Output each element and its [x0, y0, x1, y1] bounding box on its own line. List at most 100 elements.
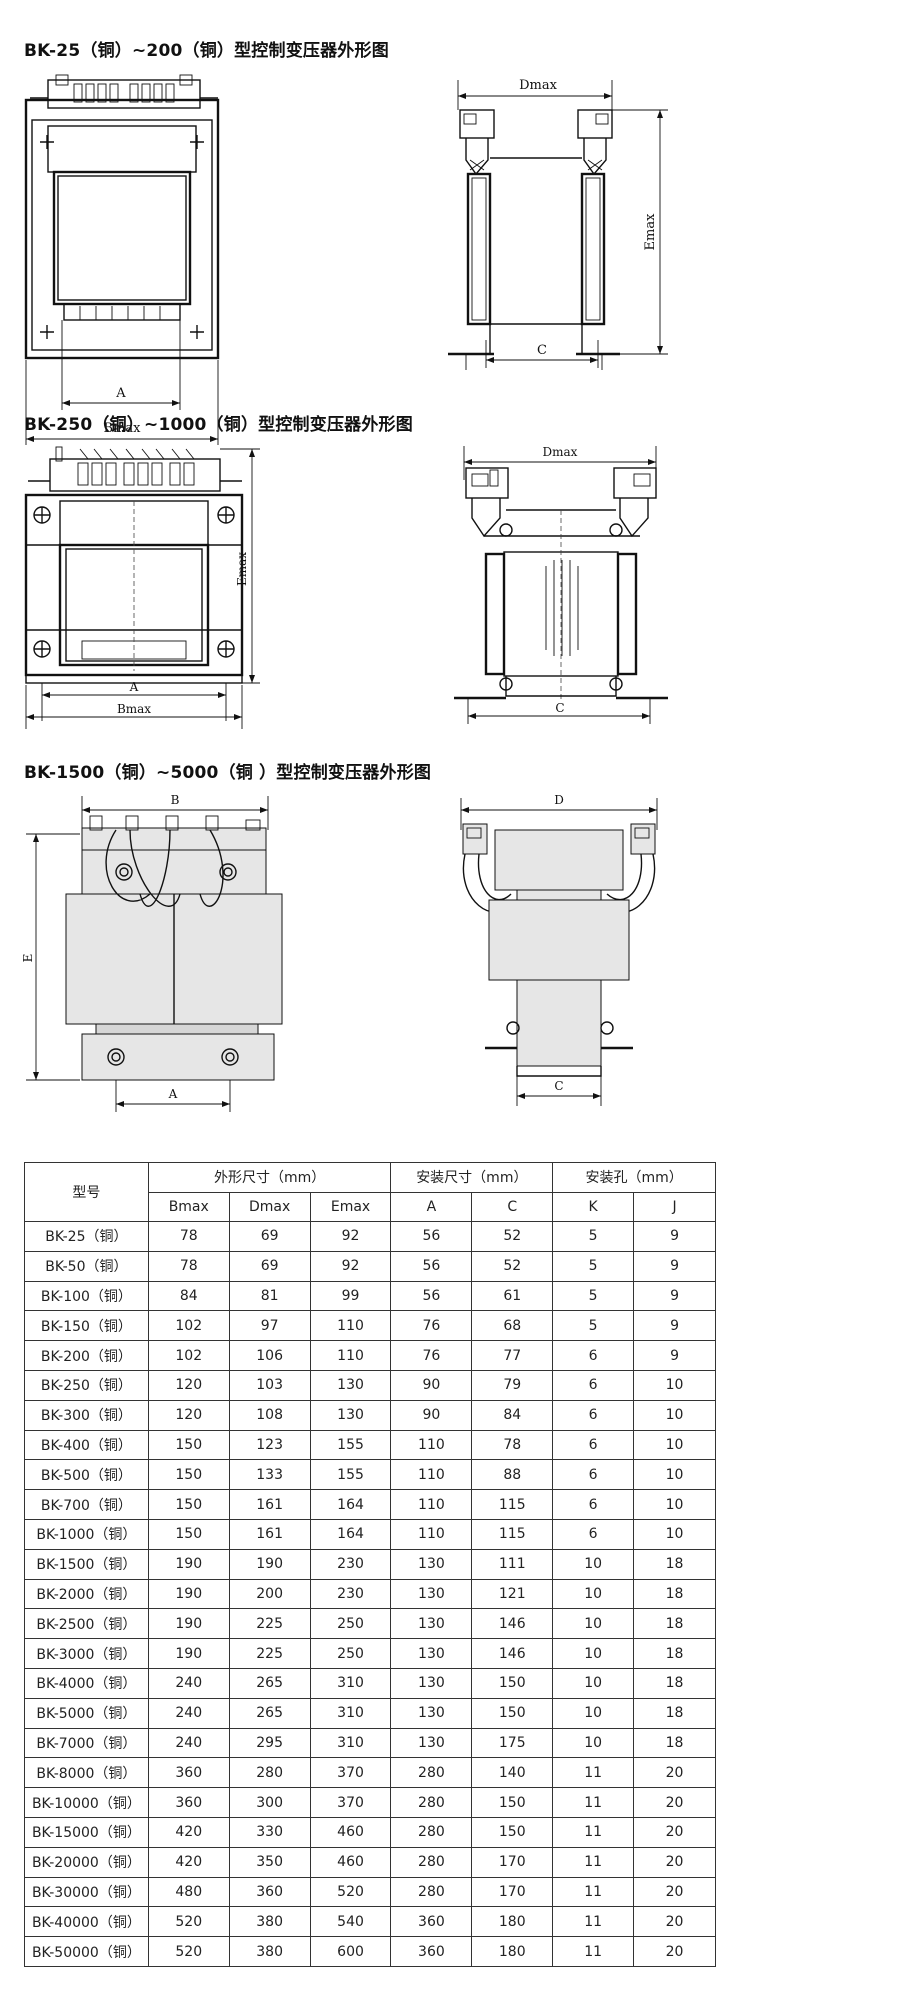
group-header-holes: 安装孔（mm） — [552, 1162, 716, 1193]
section-2-side-view: Dmax C — [454, 445, 668, 724]
dim-a-label: A — [115, 386, 126, 401]
section-3-side-view: D C — [460, 793, 658, 1106]
dim-c-label: C — [554, 1079, 563, 1093]
cell-bmax: 120 — [147, 1399, 230, 1431]
cell-model: BK-25（铜） — [24, 1221, 149, 1252]
cell-model: BK-15000（铜） — [24, 1816, 149, 1848]
cell-model: BK-3000（铜） — [24, 1638, 149, 1669]
cell-c: 115 — [471, 1489, 554, 1520]
cell-c: 88 — [471, 1459, 554, 1491]
cell-a: 76 — [390, 1340, 473, 1371]
cell-dmax: 123 — [228, 1429, 311, 1461]
cell-dmax: 133 — [228, 1459, 311, 1491]
cell-emax: 164 — [309, 1518, 392, 1550]
cell-emax: 540 — [309, 1906, 392, 1938]
cell-model: BK-700（铜） — [24, 1489, 149, 1520]
cell-emax: 310 — [309, 1667, 392, 1699]
cell-k: 11 — [552, 1846, 635, 1878]
cell-emax: 110 — [309, 1310, 392, 1342]
cell-bmax: 480 — [147, 1876, 230, 1908]
cell-k: 11 — [552, 1787, 635, 1818]
cell-j: 10 — [633, 1429, 716, 1461]
cell-a: 130 — [390, 1608, 473, 1640]
cell-dmax: 81 — [228, 1280, 311, 1312]
cell-bmax: 190 — [147, 1608, 230, 1640]
dim-c-label: C — [555, 701, 564, 715]
dim-emax-label: Emax — [235, 552, 249, 586]
cell-j: 9 — [633, 1310, 716, 1342]
cell-c: 140 — [471, 1757, 554, 1789]
cell-c: 170 — [471, 1846, 554, 1878]
cell-j: 20 — [633, 1906, 716, 1938]
cell-model: BK-4000（铜） — [24, 1667, 149, 1699]
cell-j: 18 — [633, 1727, 716, 1759]
cell-a: 110 — [390, 1489, 473, 1520]
cell-k: 6 — [552, 1518, 635, 1550]
cell-k: 10 — [552, 1697, 635, 1729]
section-2-front-view: A Bmax Emax — [24, 446, 260, 729]
group-header-outline: 外形尺寸（mm） — [147, 1162, 392, 1193]
cell-a: 130 — [390, 1578, 473, 1610]
cell-j: 10 — [633, 1518, 716, 1550]
cell-j: 20 — [633, 1846, 716, 1878]
cell-a: 280 — [390, 1787, 473, 1818]
cell-a: 130 — [390, 1548, 473, 1580]
cell-dmax: 106 — [228, 1340, 311, 1371]
cell-dmax: 300 — [228, 1787, 311, 1818]
cell-bmax: 84 — [147, 1280, 230, 1312]
cell-model: BK-200（铜） — [24, 1340, 149, 1371]
cell-dmax: 265 — [228, 1697, 311, 1729]
cell-j: 18 — [633, 1548, 716, 1580]
cell-model: BK-2000（铜） — [24, 1578, 149, 1610]
cell-emax: 370 — [309, 1787, 392, 1818]
cell-emax: 520 — [309, 1876, 392, 1908]
cell-j: 18 — [633, 1608, 716, 1640]
cell-bmax: 190 — [147, 1638, 230, 1669]
cell-k: 10 — [552, 1638, 635, 1669]
cell-j: 9 — [633, 1221, 716, 1252]
cell-model: BK-400（铜） — [24, 1429, 149, 1461]
cell-j: 20 — [633, 1757, 716, 1789]
cell-model: BK-2500（铜） — [24, 1608, 149, 1640]
cell-c: 115 — [471, 1518, 554, 1550]
cell-bmax: 102 — [147, 1340, 230, 1371]
cell-emax: 110 — [309, 1340, 392, 1371]
cell-j: 18 — [633, 1578, 716, 1610]
cell-bmax: 520 — [147, 1906, 230, 1938]
cell-a: 56 — [390, 1250, 473, 1282]
dim-a-label: A — [168, 1087, 178, 1101]
cell-emax: 250 — [309, 1608, 392, 1640]
cell-dmax: 69 — [228, 1221, 311, 1252]
cell-c: 180 — [471, 1906, 554, 1938]
cell-k: 10 — [552, 1548, 635, 1580]
cell-a: 110 — [390, 1518, 473, 1550]
cell-j: 20 — [633, 1787, 716, 1818]
section-1-title: BK-25（铜）~200（铜）型控制变压器外形图 — [24, 41, 389, 61]
cell-c: 150 — [471, 1816, 554, 1848]
cell-k: 10 — [552, 1667, 635, 1699]
cell-k: 6 — [552, 1399, 635, 1431]
col-header-c: C — [471, 1191, 554, 1222]
cell-emax: 130 — [309, 1399, 392, 1431]
cell-k: 6 — [552, 1429, 635, 1461]
col-header-bmax: Bmax — [147, 1191, 230, 1222]
cell-bmax: 190 — [147, 1548, 230, 1580]
col-header-dmax: Dmax — [228, 1191, 311, 1222]
cell-emax: 460 — [309, 1816, 392, 1848]
section-2-title: BK-250（铜）~1000（铜）型控制变压器外形图 — [24, 415, 413, 435]
model-header: 型号 — [24, 1162, 149, 1222]
cell-dmax: 360 — [228, 1876, 311, 1908]
cell-k: 6 — [552, 1340, 635, 1371]
cell-k: 6 — [552, 1489, 635, 1520]
cell-bmax: 150 — [147, 1518, 230, 1550]
